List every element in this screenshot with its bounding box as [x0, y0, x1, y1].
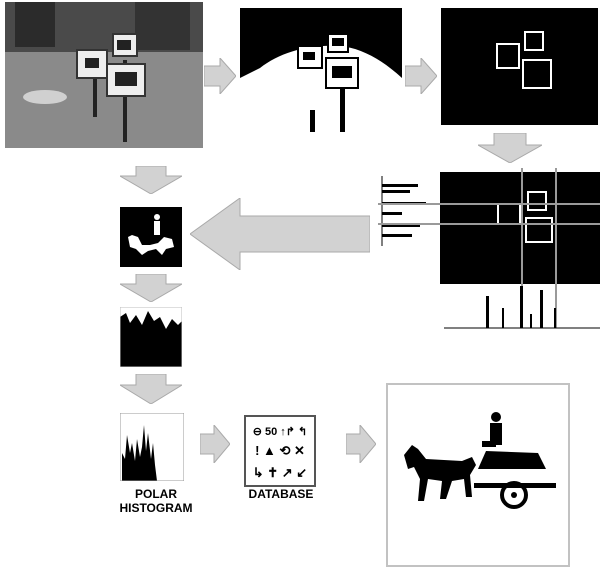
arrow-right-3: [200, 425, 230, 463]
database-row-1: ⊖ 50 ↑↱ ↰: [253, 426, 308, 438]
database-tile: ⊖ 50 ↑↱ ↰ ! ▲ ⟲ ✕ ↳ ✝ ↗ ↙: [244, 415, 316, 487]
arrow-down-2: [120, 166, 182, 194]
segmented-image: [240, 8, 402, 132]
database-row-3: ↳ ✝ ↗ ↙: [253, 465, 307, 480]
arrow-right-4: [346, 425, 376, 463]
arrow-right-2: [405, 58, 437, 94]
input-photo: [5, 2, 203, 148]
arrow-down-4: [120, 374, 182, 404]
arrow-right-1: [204, 58, 236, 94]
projection-histograms: [378, 168, 600, 332]
polar-label-line1: POLAR: [135, 487, 177, 501]
arrow-down-1: [478, 133, 542, 163]
database-row-2: ! ▲ ⟲ ✕: [255, 443, 305, 458]
result-sign: [386, 383, 570, 567]
detected-squares: [441, 8, 598, 125]
polar-histogram: [120, 413, 184, 481]
extracted-sign: [120, 207, 182, 267]
polar-histogram-label: POLAR HISTOGRAM: [108, 487, 204, 515]
arrow-down-3: [120, 274, 182, 302]
database-label: DATABASE: [248, 487, 314, 501]
polar-image: [120, 307, 182, 367]
arrow-left-large: [190, 198, 370, 270]
polar-label-line2: HISTOGRAM: [119, 501, 193, 515]
